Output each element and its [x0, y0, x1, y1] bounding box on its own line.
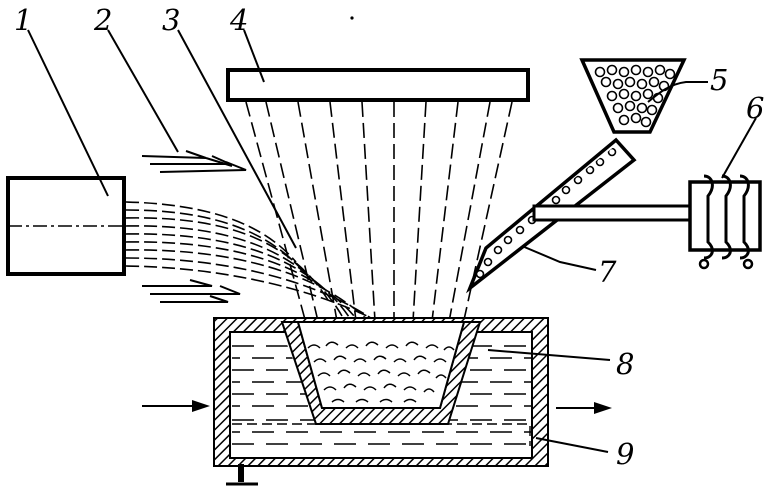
hopper	[579, 58, 687, 134]
label-6: 6	[746, 91, 765, 125]
source-block	[6, 176, 126, 276]
speck	[350, 16, 354, 20]
coolant-outlet-arrow	[556, 402, 612, 414]
label-8: 8	[616, 347, 635, 381]
leader-lines	[27, 29, 757, 453]
label-1: 1	[14, 3, 33, 37]
flow-arrows-bottom	[142, 279, 241, 303]
label-5: 5	[710, 63, 729, 97]
beam-from-plate	[245, 101, 513, 339]
coolant-inlet-arrow	[142, 400, 210, 412]
top-plate	[226, 68, 530, 102]
label-3: 3	[162, 3, 181, 37]
vibrator-coil	[532, 174, 762, 270]
label-9: 9	[616, 437, 635, 471]
label-2: 2	[94, 3, 113, 37]
flow-arrows-top	[141, 150, 247, 173]
crucible	[280, 321, 482, 425]
label-7: 7	[598, 255, 617, 289]
label-4: 4	[230, 3, 249, 37]
